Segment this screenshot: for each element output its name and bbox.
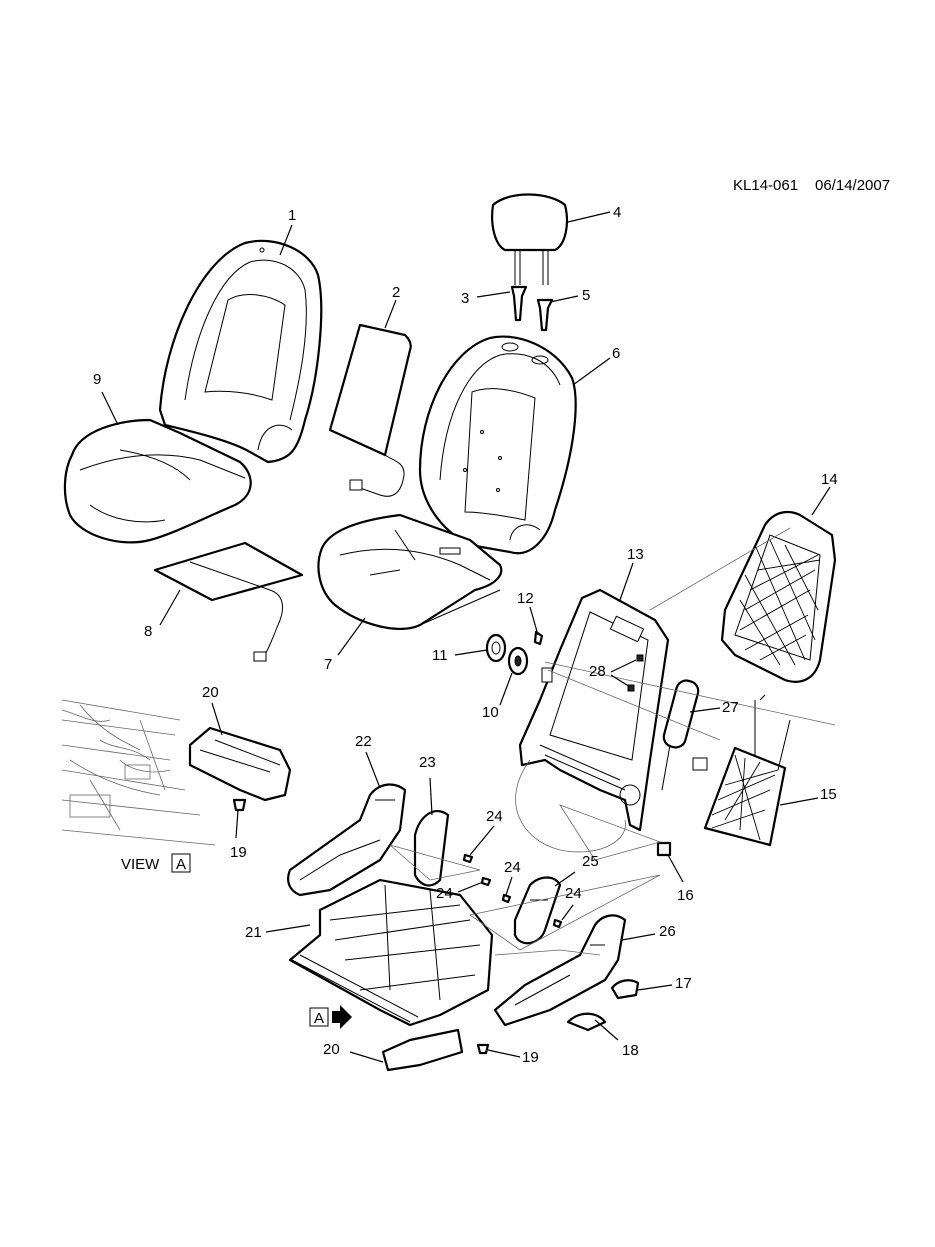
callout-28: 28 [589,663,606,680]
adjuster-cover-part-20-view-a[interactable] [188,726,292,802]
seat-mat-sensor-part-8[interactable] [153,541,304,662]
callout-20-view-a: 20 [202,684,219,701]
seat-inner-trim-part-26[interactable] [493,914,627,1027]
callout-9: 9 [93,371,101,388]
callout-21: 21 [245,924,262,941]
view-label: VIEW A [121,853,191,873]
nut-part-16[interactable] [656,841,672,857]
seat-back-heater-part-2[interactable] [328,323,412,497]
exploded-view-lines [389,527,836,956]
callout-19-view-a: 19 [230,844,247,861]
callout-24-c: 24 [504,859,521,876]
callout-26: 26 [659,923,676,940]
callout-18: 18 [622,1042,639,1059]
seat-back-frame-part-13[interactable] [515,588,670,853]
recliner-washer-part-10[interactable] [507,646,529,676]
drawing-id: KL14-061 [733,177,798,194]
view-a-arrow: A [309,1005,352,1029]
callout-15: 15 [820,786,837,803]
seat-cushion-pad-part-7[interactable] [317,513,503,630]
callout-14: 14 [821,471,838,488]
head-restraint-guide-part-3[interactable] [510,285,528,322]
recliner-cover-part-11[interactable] [485,633,507,663]
seat-back-panel-part-14[interactable] [720,510,837,683]
clip-part-19[interactable] [476,1043,490,1055]
callout-23: 23 [419,754,436,771]
callout-2: 2 [392,284,400,301]
callout-4: 4 [613,204,621,221]
callout-numbers: 1 2 3 4 5 6 7 8 9 10 11 12 13 14 15 16 1… [93,204,838,1066]
screw-part-24[interactable] [462,853,563,929]
bolt-part-28[interactable] [627,654,644,692]
svg-text:A: A [314,1010,324,1027]
head-restraint-part-4[interactable] [491,193,569,285]
callout-20: 20 [323,1041,340,1058]
seat-adjuster-part-21[interactable] [288,878,494,1027]
callout-1: 1 [288,207,296,224]
lumbar-support-part-15[interactable] [692,694,791,847]
callout-16: 16 [677,887,694,904]
callout-6: 6 [612,345,620,362]
callout-24-d: 24 [565,885,582,902]
callout-5: 5 [582,287,590,304]
callout-12: 12 [517,590,534,607]
callout-11: 11 [432,647,448,664]
svg-text:A: A [176,856,186,873]
drawing-date: 06/14/2007 [815,177,890,194]
seat-cushion-cover-part-9[interactable] [63,418,252,544]
seat-back-pad-part-6[interactable] [418,335,577,555]
callout-24-a: 24 [486,808,503,825]
recliner-cover-part-23[interactable] [413,810,450,887]
leader-lines [101,211,831,1063]
callout-7: 7 [324,656,332,673]
head-restraint-guide-part-5[interactable] [536,298,554,332]
seat-back-cover-part-1[interactable] [158,239,323,464]
callout-13: 13 [627,546,644,563]
clip-part-19-view-a[interactable] [232,798,247,812]
callout-24-b: 24 [436,885,453,902]
callout-3: 3 [461,290,469,307]
handle-part-18[interactable] [566,1012,607,1032]
adjuster-cover-part-20[interactable] [381,1028,464,1072]
callout-27: 27 [722,699,739,716]
callout-10: 10 [482,704,499,721]
callout-17: 17 [675,975,692,992]
lever-part-17[interactable] [610,979,640,1000]
cushion-tube-part-27[interactable] [661,678,701,791]
callout-22: 22 [355,733,372,750]
callout-19: 19 [522,1049,539,1066]
seat-outer-trim-part-22[interactable] [287,783,407,897]
svg-text:VIEW: VIEW [121,856,160,873]
screw-part-12[interactable] [533,630,544,646]
callout-8: 8 [144,623,152,640]
callout-25: 25 [582,853,599,870]
recliner-cover-part-25[interactable] [513,876,562,945]
view-a-inset-illustration [61,699,216,846]
